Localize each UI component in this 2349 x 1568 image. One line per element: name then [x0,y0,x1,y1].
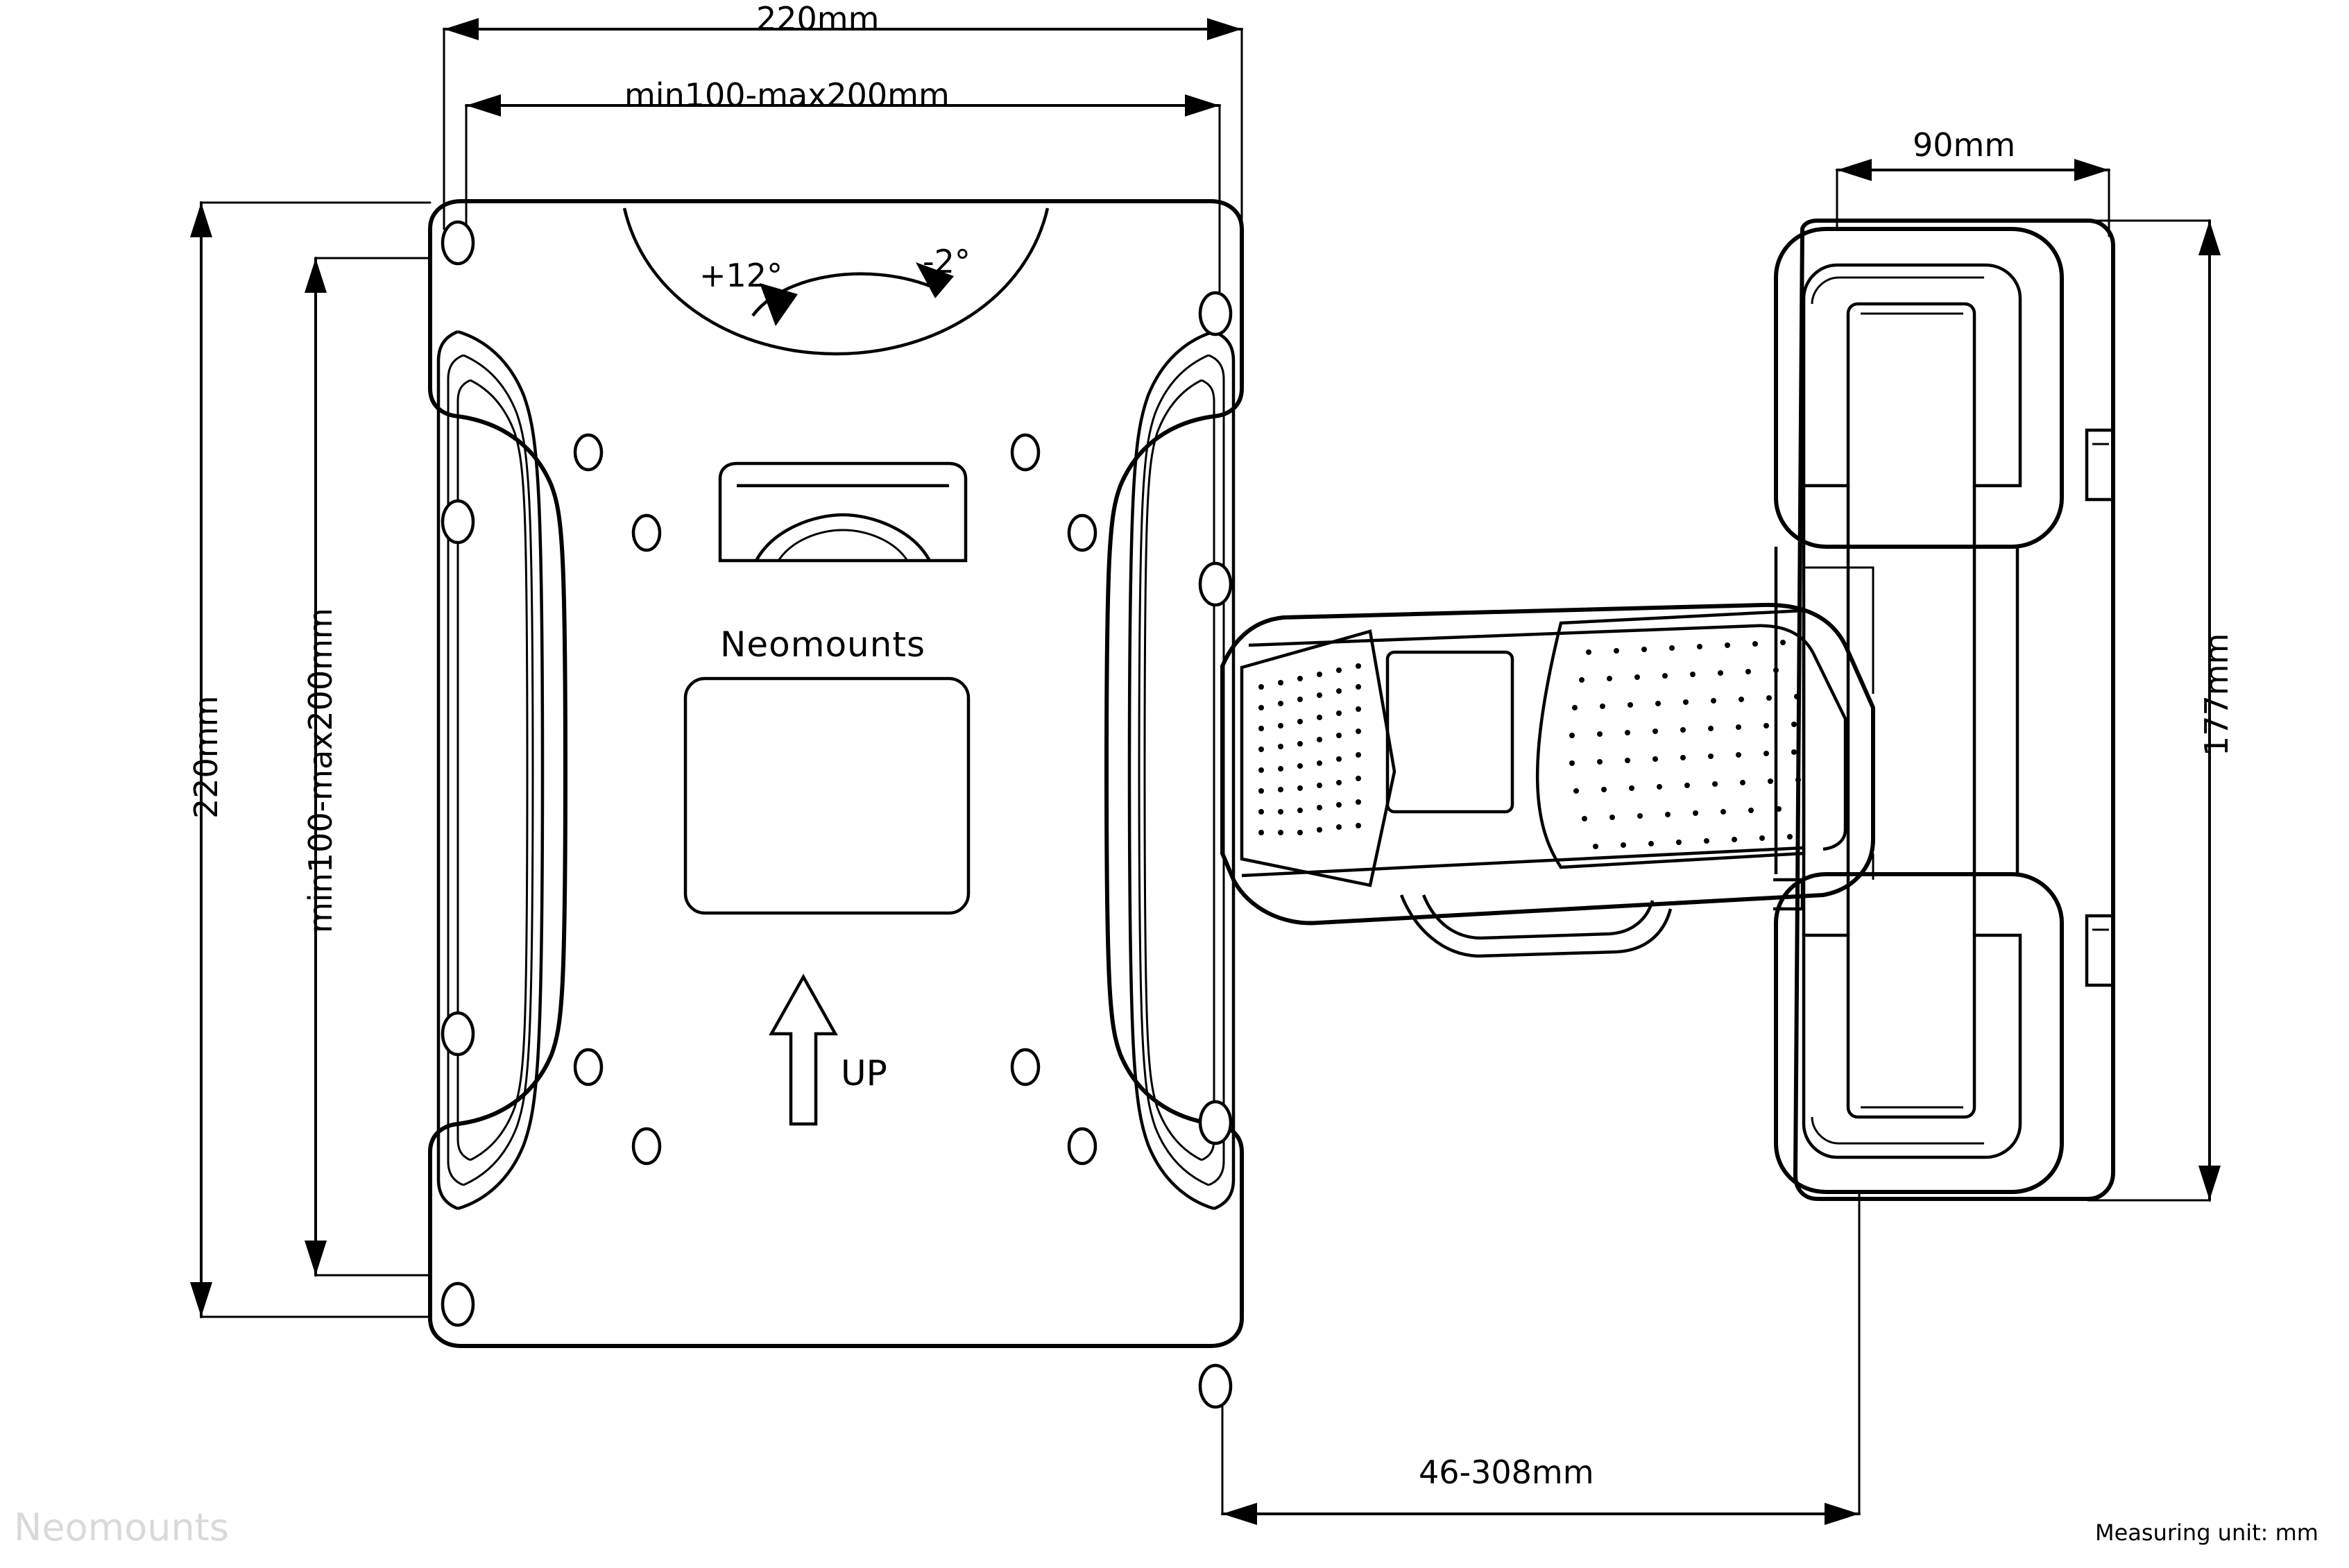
label-top-vesa-width: min100-max200mm [624,76,950,114]
dim-left-overall-height [190,201,432,1318]
dim-extension-depth [1221,1192,1861,1525]
label-extension-depth: 46-308mm [1419,1454,1594,1491]
dim-top-overall-width [443,18,1243,317]
neomounts-logo: Neomounts [14,1506,230,1549]
articulating-arm [1220,602,1875,958]
label-tilt-down-angle: -2° [923,243,971,280]
dim-left-vesa-height [305,257,432,1277]
tilt-angle-indicator [751,262,954,326]
product-brand-text: Neomounts [720,624,926,665]
label-left-vesa-height: min100-max200mm [302,608,339,933]
label-left-overall-height: 220mm [187,695,225,819]
label-up-marker: UP [841,1053,887,1093]
label-top-overall-width: 220mm [756,0,880,37]
arm-texture-left [1258,663,1361,835]
dim-wallplate-height [2087,219,2221,1202]
arm-texture-right [1569,640,1801,849]
footer-measuring-unit-note: Measuring unit: mm [2095,1519,2318,1546]
label-wallplate-height: 177mm [2198,633,2235,756]
dim-top-vesa-width [465,94,1221,300]
dim-wallplate-width [1836,159,2110,237]
label-wallplate-width: 90mm [1913,126,2016,164]
tv-mounting-plate [428,199,1244,1409]
label-tilt-up-angle: +12° [699,257,783,294]
wall-plate [1773,219,2115,1201]
